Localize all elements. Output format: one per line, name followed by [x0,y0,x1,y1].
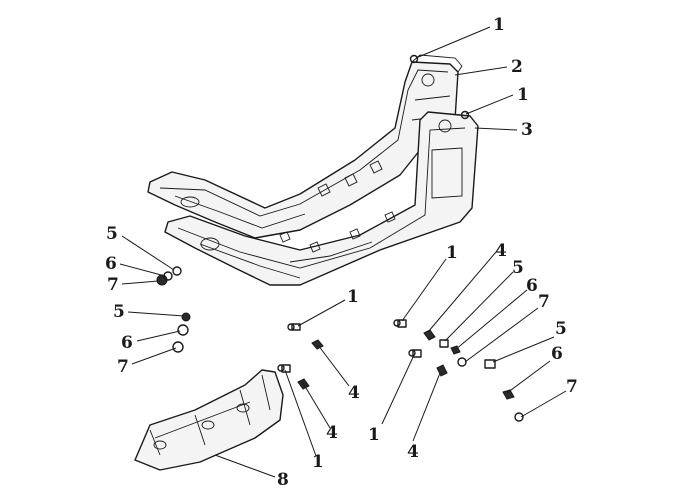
callout-label: 5 [555,319,567,339]
callout-label: 4 [326,423,338,443]
callout-label: 3 [521,120,533,140]
callout-label: 6 [551,344,563,364]
callout-label: 5 [113,302,125,322]
callout-label: 6 [526,276,538,296]
callout-label: 7 [566,377,578,397]
part-3-footboard-lower [164,111,479,286]
callout-label: 4 [495,241,507,261]
callout-label: 8 [277,470,289,490]
callout-label: 1 [368,425,380,445]
part-8-trim-piece [134,369,284,471]
callout-label: 2 [511,57,523,77]
callout-label: 7 [107,275,119,295]
callout-label: 4 [348,383,360,403]
callout-label: 1 [312,452,324,472]
callout-label: 7 [117,357,129,377]
callout-labels: 1 2 1 3 5 6 7 5 6 7 1 4 4 1 8 1 4 5 6 7 … [105,15,578,490]
callout-label: 6 [105,254,117,274]
callout-label: 5 [106,224,118,244]
leader-lines [119,26,567,478]
part-2-footboard-upper [147,54,463,239]
callout-label: 6 [121,333,133,353]
callout-label: 1 [493,15,505,35]
callout-label: 1 [446,243,458,263]
callout-label: 7 [538,292,550,312]
callout-label: 1 [517,85,529,105]
callout-label: 5 [512,258,524,278]
callout-label: 1 [347,287,359,307]
callout-label: 4 [407,442,419,462]
